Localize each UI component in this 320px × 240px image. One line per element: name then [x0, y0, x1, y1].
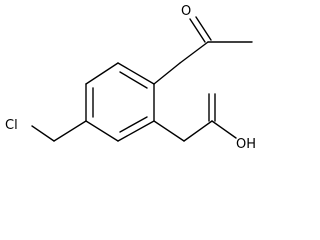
ring-double-bond-b	[119, 116, 148, 133]
ring-bond-1	[117, 62, 155, 85]
ketone-carbon-bond	[179, 41, 209, 64]
c-cl-bond	[31, 125, 55, 142]
carbonyl-double-bond-a	[189, 18, 206, 43]
hydroxyl-label: OH	[236, 137, 256, 152]
bonds	[31, 16, 253, 142]
carbonyl-double-bond-b	[195, 16, 212, 41]
atom-labels: O Cl OH	[5, 4, 256, 152]
ring-bond-4	[85, 120, 119, 142]
ch2-acid-bond	[153, 120, 185, 142]
ch2-ketone-bond	[153, 62, 181, 85]
acid-oh-bond	[211, 120, 237, 139]
ring-bond-3	[117, 120, 155, 142]
ring-double-bond-a	[119, 71, 148, 89]
ch2cl-bond	[53, 120, 87, 142]
chemical-structure-diagram: O Cl OH	[5, 4, 256, 152]
chlorine-label: Cl	[5, 118, 18, 133]
ring-bond-6	[85, 62, 119, 85]
acid-carbon-bond	[183, 120, 213, 142]
carbonyl-oxygen-label: O	[181, 4, 191, 19]
